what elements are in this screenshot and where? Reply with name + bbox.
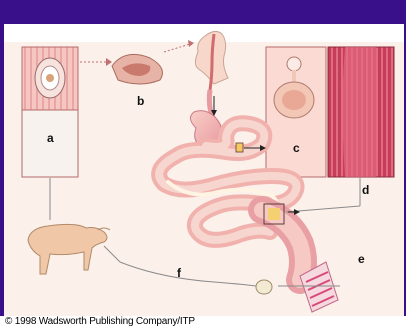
label-c: c: [293, 141, 300, 155]
label-a: a: [47, 131, 54, 145]
label-f: f: [177, 266, 181, 280]
label-d: d: [362, 183, 369, 197]
panel-head: [195, 31, 228, 90]
label-b: b: [137, 94, 144, 108]
panel-b-meat: [112, 54, 162, 84]
label-e: e: [358, 252, 365, 266]
panel-c-scolex: [266, 47, 326, 177]
panel-d-intestine-wall: [328, 47, 394, 177]
egg: [256, 280, 272, 294]
panel-a-muscle-cyst: [22, 47, 78, 177]
cow-illustration: [28, 224, 110, 274]
large-intestine: [262, 204, 303, 280]
copyright-text: © 1998 Wadsworth Publishing Company/ITP: [5, 316, 195, 327]
